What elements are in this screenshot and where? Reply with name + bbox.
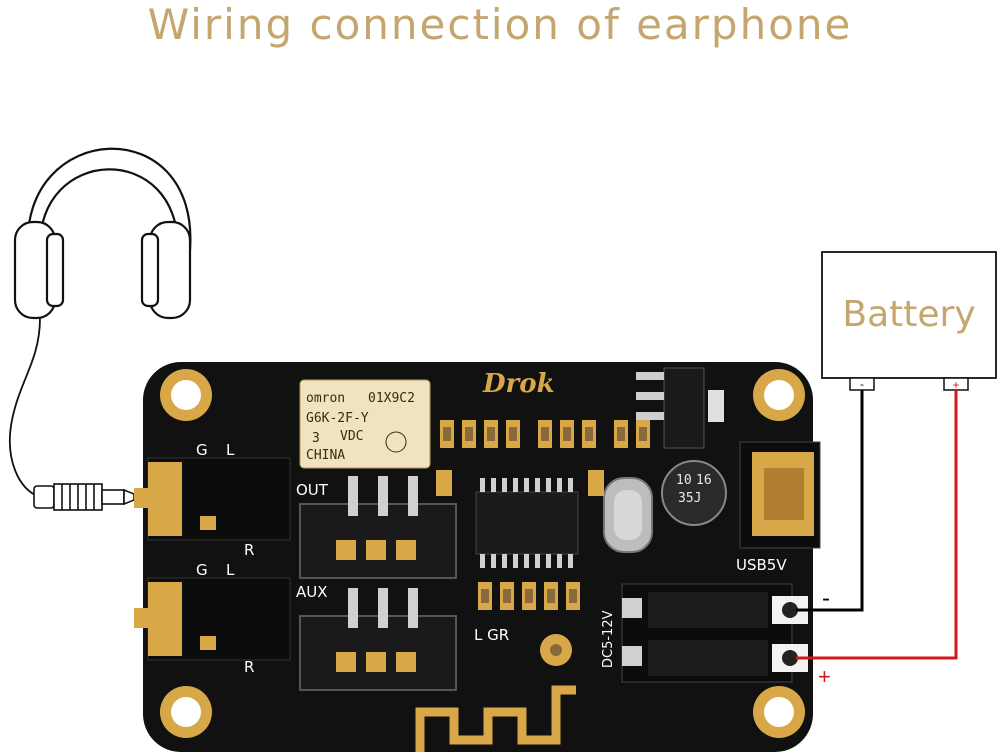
positive-sign: + — [818, 664, 831, 689]
out-pin-header — [299, 476, 457, 579]
out-r-label: R — [244, 541, 254, 559]
micro-usb-port — [739, 441, 821, 549]
aux-audio-jack — [134, 577, 291, 661]
aux-l-label: L — [226, 561, 235, 579]
pcb-board: Drok omron 01X9C2 G6K-2F-Y 3 VDC CHINA 1… — [134, 362, 821, 752]
out-label: OUT — [296, 481, 329, 499]
aux-label: AUX — [296, 583, 328, 601]
negative-wire — [796, 390, 864, 612]
out-audio-jack — [134, 457, 291, 541]
out-g-label: G — [196, 441, 208, 459]
positive-wire — [796, 390, 958, 660]
lgr-label: L GR — [474, 626, 509, 644]
relay-text-brand: omron — [306, 391, 345, 406]
battery-box: Battery - + — [821, 251, 997, 392]
battery-pos-sign: + — [952, 378, 959, 392]
out-l-label: L — [226, 441, 235, 459]
relay-text-country: CHINA — [306, 448, 345, 463]
relay-text-code: 01X9C2 — [368, 391, 415, 406]
dc-terminal-block — [621, 583, 808, 683]
battery-neg-sign: - — [860, 377, 864, 391]
capacitor-component: 10 16 35J — [661, 460, 727, 526]
cap-text-3: 35J — [678, 491, 701, 506]
cap-text-2: 16 — [696, 473, 712, 488]
pcb-antenna-trace — [415, 685, 576, 752]
aux-g-label: G — [196, 561, 208, 579]
relay-component: omron 01X9C2 G6K-2F-Y 3 VDC CHINA — [299, 379, 431, 469]
dc-label: DC5-12V — [601, 610, 616, 668]
negative-sign: - — [822, 585, 830, 612]
aux-r-label: R — [244, 658, 254, 676]
usb-label: USB5V — [736, 556, 787, 574]
cap-text-1: 10 — [676, 473, 692, 488]
aux-pin-header — [299, 588, 457, 691]
brand-logo: Drok — [482, 369, 555, 399]
ic-chip — [475, 478, 579, 568]
relay-text-voltage: 3 — [312, 431, 320, 446]
relay-text-model: G6K-2F-Y — [306, 411, 369, 426]
headphones-icon — [9, 147, 192, 497]
page-title: Wiring connection of earphone — [147, 0, 853, 49]
battery-label: Battery — [842, 294, 975, 335]
audio-jack-plug — [33, 483, 135, 511]
relay-text-vdc: VDC — [340, 429, 363, 444]
